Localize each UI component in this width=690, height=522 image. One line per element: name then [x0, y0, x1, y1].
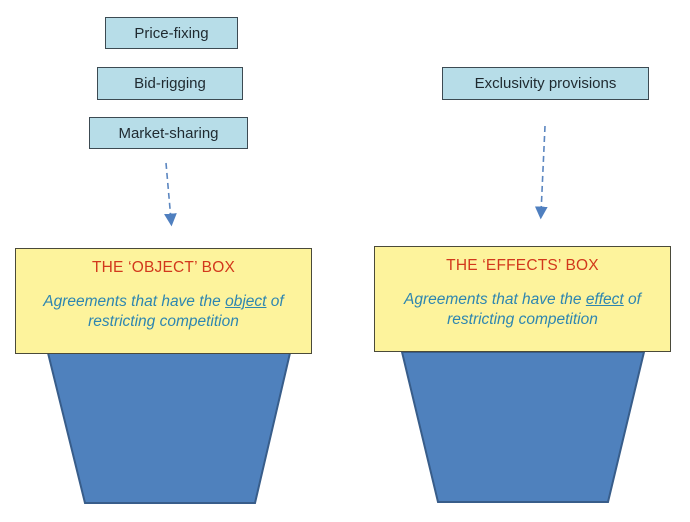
desc-line2: restricting competition [447, 311, 598, 328]
desc-suffix: of [266, 293, 284, 310]
example-label: Market-sharing [118, 124, 219, 142]
example-price-fixing: Price-fixing [105, 17, 238, 49]
effects-box-description: Agreements that have the effect of restr… [375, 290, 670, 330]
example-label: Price-fixing [134, 24, 209, 42]
desc-prefix: Agreements that have the [43, 293, 226, 310]
desc-suffix: of [623, 291, 641, 308]
effects-bucket [400, 351, 646, 503]
object-box: THE ‘OBJECT’ BOX Agreements that have th… [15, 248, 312, 354]
effects-box-title: THE ‘EFFECTS’ BOX [446, 257, 599, 274]
example-exclusivity-provisions: Exclusivity provisions [442, 67, 649, 100]
object-box-title: THE ‘OBJECT’ BOX [91, 259, 235, 276]
left-dashed-arrow [164, 162, 177, 227]
example-bid-rigging: Bid-rigging [97, 67, 243, 100]
effects-box: THE ‘EFFECTS’ BOX Agreements that have t… [374, 246, 671, 352]
object-box-description: Agreements that have the object of restr… [16, 292, 311, 332]
example-label: Bid-rigging [134, 75, 206, 92]
object-bucket [46, 352, 292, 504]
example-market-sharing: Market-sharing [89, 117, 248, 149]
right-dashed-arrow [534, 125, 548, 220]
desc-emphasis: effect [585, 291, 624, 308]
desc-prefix: Agreements that have the [404, 291, 586, 308]
example-label: Exclusivity provisions [474, 75, 617, 92]
desc-emphasis: object [225, 293, 267, 310]
desc-line2: restricting competition [88, 313, 239, 330]
